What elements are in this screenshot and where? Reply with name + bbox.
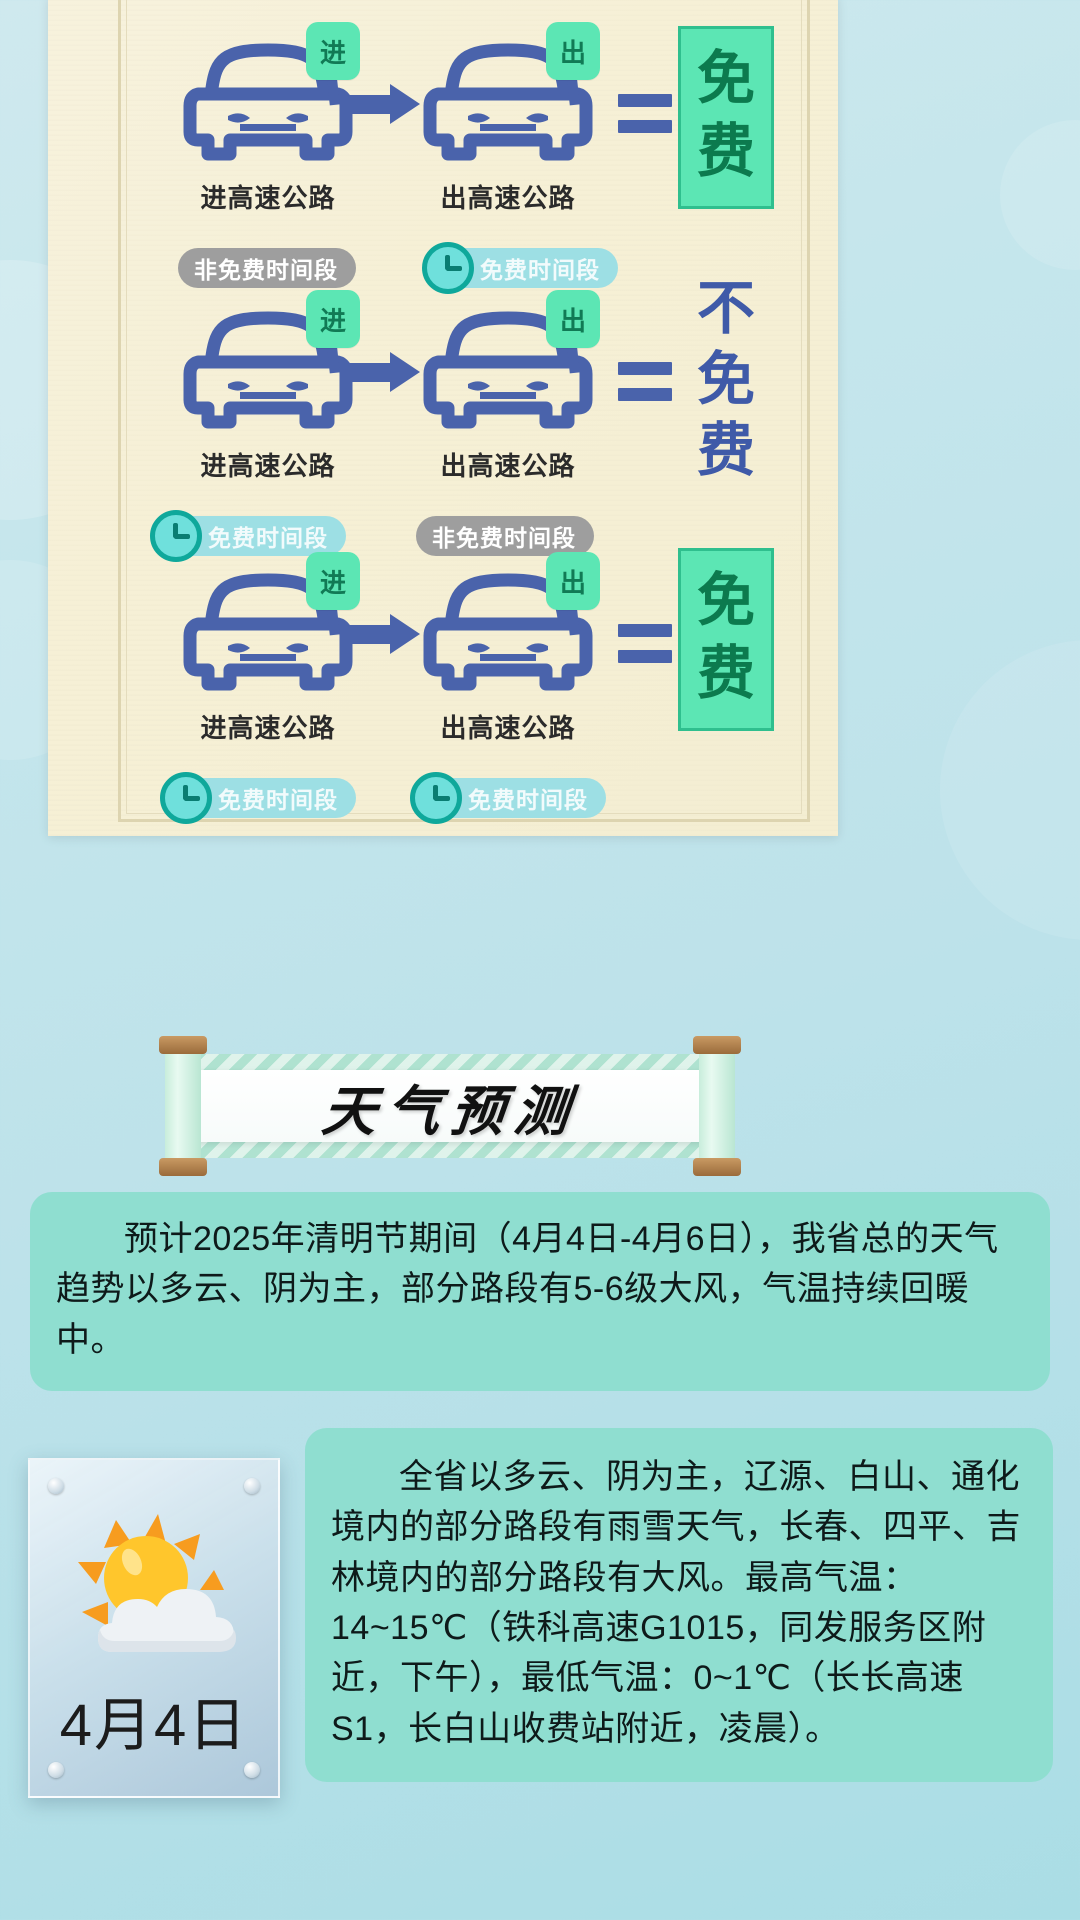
clock-icon xyxy=(410,772,462,824)
entry-period-badge: 免费时间段 xyxy=(150,510,346,562)
scroll-rod-left xyxy=(159,1036,207,1176)
rod-cap xyxy=(159,1036,207,1054)
scroll-paper: 天气预测 xyxy=(181,1070,721,1142)
flow-arrow-icon xyxy=(348,614,422,654)
screw-icon xyxy=(244,1478,260,1494)
result-not-free: 不免费 xyxy=(696,276,755,483)
screw-icon xyxy=(244,1762,260,1778)
entry-car-group: 进 进高速公路 xyxy=(168,284,368,483)
entry-car-group: 进 进高速公路 xyxy=(168,16,368,215)
exit-period-label: 免费时间段 xyxy=(480,257,600,283)
exit-label: 出高速公路 xyxy=(440,183,576,213)
weather-forecast-banner: 天气预测 xyxy=(155,1036,745,1176)
clock-icon xyxy=(422,242,474,294)
exit-period-badge: 免费时间段 xyxy=(422,242,618,294)
exit-car-group: 出 出高速公路 xyxy=(408,284,608,483)
entry-label: 进高速公路 xyxy=(200,713,336,743)
exit-car-group: 出 出高速公路 xyxy=(408,546,608,745)
banner-title: 天气预测 xyxy=(319,1081,582,1142)
flow-arrow-icon xyxy=(348,352,422,392)
equals-icon xyxy=(618,624,672,663)
exit-label: 出高速公路 xyxy=(440,451,576,481)
equals-icon xyxy=(618,362,672,401)
toll-rules-panel: 进 进高速公路 出 xyxy=(48,0,838,836)
flow-arrow-icon xyxy=(348,84,422,124)
entry-period-badge: 免费时间段 xyxy=(160,772,356,824)
entry-label: 进高速公路 xyxy=(200,451,336,481)
entry-plate-badge: 进 xyxy=(306,552,360,610)
day-detail-card: 全省以多云、阴为主，辽源、白山、通化境内的部分路段有雨雪天气，长春、四平、吉林境… xyxy=(305,1428,1053,1782)
weather-summary-card: 预计2025年清明节期间（4月4日-4月6日），我省总的天气趋势以多云、阴为主，… xyxy=(30,1192,1050,1391)
scroll-rod-right xyxy=(693,1036,741,1176)
rod-cap xyxy=(693,1158,741,1176)
exit-label: 出高速公路 xyxy=(440,713,576,743)
entry-period-label: 免费时间段 xyxy=(218,787,338,813)
exit-plate-badge: 出 xyxy=(546,290,600,348)
exit-period-label: 免费时间段 xyxy=(468,787,588,813)
screw-icon xyxy=(48,1762,64,1778)
exit-plate-badge: 出 xyxy=(546,552,600,610)
exit-period-badge: 非免费时间段 xyxy=(416,516,594,556)
panel-border-outer xyxy=(118,0,810,822)
background-blob xyxy=(1000,120,1080,270)
exit-period-badge: 免费时间段 xyxy=(410,772,606,824)
entry-car-group: 进 进高速公路 xyxy=(168,546,368,745)
sun-behind-cloud-icon xyxy=(78,1514,236,1652)
date-plaque: 4月4日 xyxy=(28,1458,280,1798)
car-illustration: 出 xyxy=(408,546,608,706)
entry-plate-badge: 进 xyxy=(306,290,360,348)
car-illustration: 出 xyxy=(408,16,608,176)
clock-icon xyxy=(150,510,202,562)
entry-plate-badge: 进 xyxy=(306,22,360,80)
exit-plate-badge: 出 xyxy=(546,22,600,80)
car-illustration: 进 xyxy=(168,16,368,176)
clock-icon xyxy=(160,772,212,824)
car-icon xyxy=(423,311,593,429)
rod-cap xyxy=(693,1036,741,1054)
weather-summary-text: 预计2025年清明节期间（4月4日-4月6日），我省总的天气趋势以多云、阴为主，… xyxy=(56,1220,999,1359)
plaque-date: 4月4日 xyxy=(59,1693,249,1758)
result-free: 免费 xyxy=(678,26,774,209)
exit-car-group: 出 出高速公路 xyxy=(408,16,608,215)
car-illustration: 进 xyxy=(168,284,368,444)
entry-period-badge: 非免费时间段 xyxy=(178,248,356,288)
car-icon xyxy=(183,573,353,691)
car-illustration: 出 xyxy=(408,284,608,444)
entry-label: 进高速公路 xyxy=(200,183,336,213)
car-illustration: 进 xyxy=(168,546,368,706)
rod-cap xyxy=(159,1158,207,1176)
day-detail-text: 全省以多云、阴为主，辽源、白山、通化境内的部分路段有雨雪天气，长春、四平、吉林境… xyxy=(331,1458,1021,1748)
equals-icon xyxy=(618,94,672,133)
screw-icon xyxy=(48,1478,64,1494)
entry-period-label: 免费时间段 xyxy=(208,525,328,551)
background-blob xyxy=(940,640,1080,940)
result-free: 免费 xyxy=(678,548,774,731)
